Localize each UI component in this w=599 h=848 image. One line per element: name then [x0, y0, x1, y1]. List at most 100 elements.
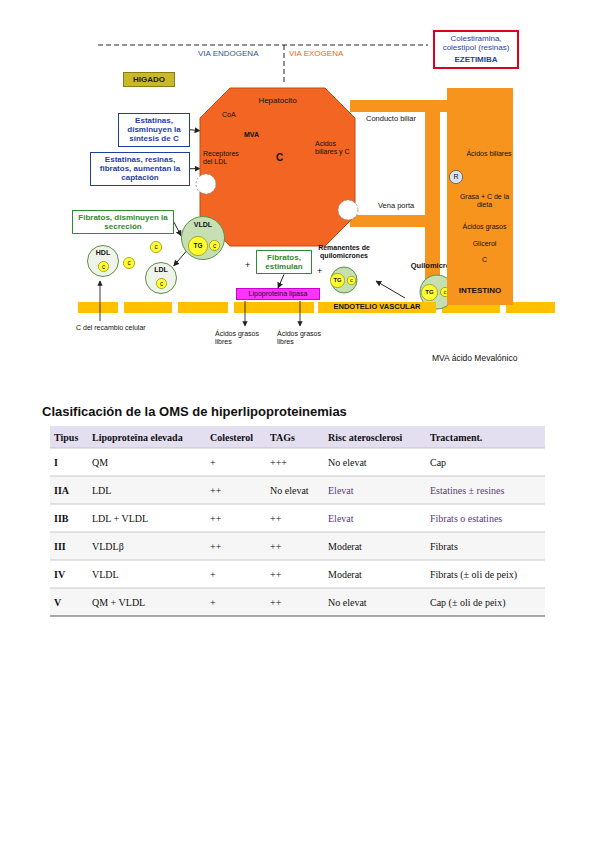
diagram-label: Ácidos grasos libres: [277, 330, 331, 346]
diagram-label: Ácidos grasos libres: [215, 330, 269, 346]
node-text: INTESTINO: [459, 286, 502, 295]
diagram-label: +: [245, 260, 253, 270]
node-text: Estatinas, disminuyen la síntesis de C: [121, 116, 187, 144]
diagram-label: Glicerol: [457, 240, 512, 248]
table-cell: No elevat: [324, 448, 426, 476]
table-cell: ++: [266, 504, 324, 532]
node-text: c: [154, 243, 157, 250]
receptor-symbol: R: [449, 170, 463, 184]
table-cell: +: [206, 560, 266, 588]
table-cell: ++: [206, 504, 266, 532]
table-cell: ++: [266, 588, 324, 616]
table-cell: Moderat: [324, 560, 426, 588]
table-cell: ++: [266, 532, 324, 560]
diagram-label: C del recambio celular: [76, 324, 148, 332]
table-cell: Fibrats (± oli de peix): [426, 560, 545, 588]
diagram-label: MVA: [244, 131, 266, 139]
node-text: Fibratos, estimulan: [259, 253, 309, 271]
diagram-label: Ácidos grasos: [457, 223, 512, 231]
table-cell: LDL + VLDL: [88, 504, 206, 532]
table-cell: VLDL: [88, 560, 206, 588]
table-grid: [50, 426, 545, 616]
table-cell: No elevat: [266, 476, 324, 504]
triglyceride-core: TG: [421, 284, 438, 301]
flow-arrow: [376, 281, 405, 298]
table-cell: TAGs: [266, 426, 324, 448]
node-text: c: [160, 280, 163, 287]
organ-label: HIGADO: [123, 72, 175, 87]
node-text: HDL: [96, 249, 110, 257]
flow-arrow: [174, 222, 181, 236]
node-text: c: [127, 259, 130, 266]
table-cell: ++: [206, 476, 266, 504]
table-cell: I: [50, 448, 88, 476]
diagram-label: C: [276, 152, 286, 164]
node-text: TG: [425, 289, 433, 296]
node-text: c: [102, 263, 105, 270]
table-cell: IIA: [50, 476, 88, 504]
table-cell: IIB: [50, 504, 88, 532]
table-cell: Elevat: [324, 504, 426, 532]
flow-arrow: [190, 168, 200, 169]
triglyceride-core: TG: [330, 273, 345, 288]
lipoprotein-particle: LDL c: [145, 262, 177, 294]
drug-callout: Estatinas, resinas, fibratos, aumentan l…: [90, 152, 190, 186]
table-cell: Lipoproteïna elevada: [88, 426, 206, 448]
diagram-label: C: [457, 256, 512, 264]
table-cell: Moderat: [324, 532, 426, 560]
table-cell: VLDLβ: [88, 532, 206, 560]
diagram-label: Grasa + C de la dieta: [457, 193, 512, 209]
node-text: Hepatocito: [258, 96, 296, 105]
table-cell: No elevat: [324, 588, 426, 616]
cholesterol-dot: c: [209, 240, 220, 251]
node-text: Colestiramina, colestipol (resinas): [438, 34, 514, 52]
table-cell: ++: [206, 532, 266, 560]
node-text: LDL: [154, 266, 168, 274]
table-cell: Risc aterosclerosi: [324, 426, 426, 448]
cholesterol-dot: c: [98, 261, 109, 272]
diagram-label: Acidos biliares y C: [315, 140, 353, 156]
table-cell: Fibrats o estatines: [426, 504, 545, 532]
table-cell: Tipus: [50, 426, 88, 448]
node-text: EZETIMIBA: [454, 55, 497, 64]
diagram-label: CoA: [222, 111, 242, 119]
cholesterol-dot: c: [123, 257, 135, 269]
drug-callout: Estatinas, disminuyen la síntesis de C: [118, 113, 190, 147]
node-text: Fibratos, disminuyen la secreción: [75, 213, 171, 231]
table-cell: +: [206, 588, 266, 616]
table-cell: Fibrats: [426, 532, 545, 560]
enzyme-box: Lipoproteina lipasa: [236, 288, 320, 300]
lipoprotein-particle: VLDLTGc: [181, 216, 225, 260]
table-cell: III: [50, 532, 88, 560]
table-cell: Elevat: [324, 476, 426, 504]
diagram-label: VIA EXOGENA: [289, 49, 359, 58]
table-cell: V: [50, 588, 88, 616]
endothelium-band: ENDOTELIO VASCULAR: [318, 302, 436, 313]
flow-arrow: [278, 274, 284, 288]
table-cell: ++: [266, 560, 324, 588]
node-text: HIGADO: [133, 75, 165, 84]
table-cell: +: [206, 448, 266, 476]
diagram-label: Vena porta: [378, 202, 424, 211]
table-cell: IV: [50, 560, 88, 588]
flow-arrow: [174, 251, 186, 266]
triglyceride-core: TG: [188, 236, 208, 256]
drug-callout: Colestiramina, colestipol (resinas) EZETI…: [433, 30, 519, 69]
table-cell: LDL: [88, 476, 206, 504]
drug-callout: Fibratos, estimulan: [256, 250, 312, 274]
node-text: R: [453, 173, 458, 181]
table-cell: QM: [88, 448, 206, 476]
node-text: TG: [193, 242, 202, 249]
node-text: c: [350, 277, 353, 284]
table-cell: Cap (± oli de peix): [426, 588, 545, 616]
section-title: Clasificación de la OMS de hiperlipoprot…: [42, 404, 347, 419]
table-cell: Colesterol: [206, 426, 266, 448]
table-cell: Cap: [426, 448, 545, 476]
cholesterol-dot: c: [156, 278, 167, 289]
node-text: Estatinas, resinas, fibratos, aumentan l…: [93, 155, 187, 183]
cholesterol-dot: c: [347, 276, 356, 285]
node-text: ENDOTELIO VASCULAR: [334, 303, 421, 312]
diagram-label: Receptores del LDL: [203, 150, 247, 166]
table-cell: QM + VLDL: [88, 588, 206, 616]
node-text: TG: [333, 277, 341, 284]
